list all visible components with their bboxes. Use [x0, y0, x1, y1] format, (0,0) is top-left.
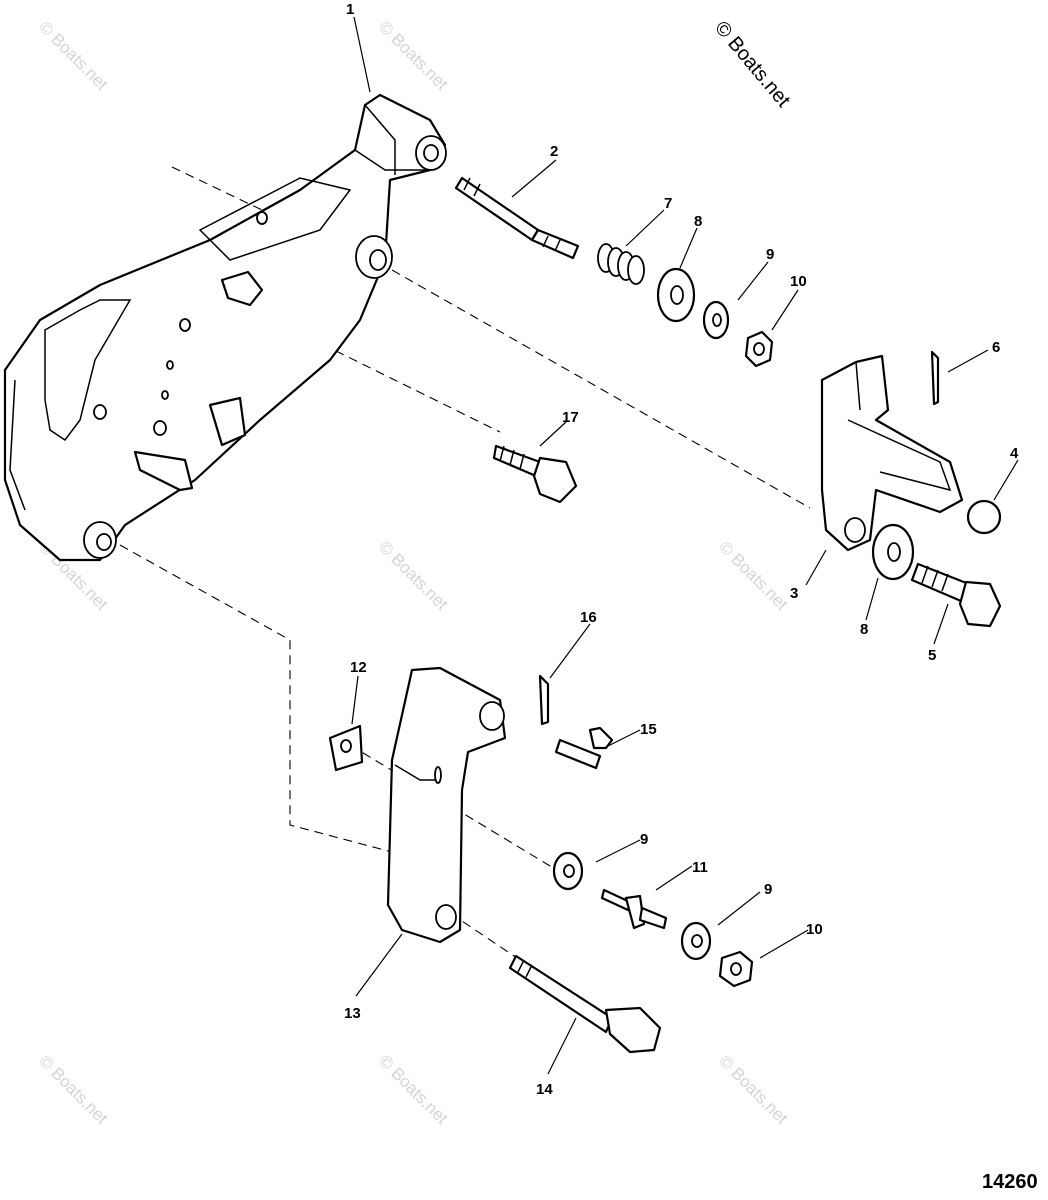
lever-arm	[386, 666, 507, 944]
leader-line	[737, 261, 769, 301]
watermark: © Boats.net	[375, 17, 452, 94]
callout-label: 13	[344, 1005, 361, 1022]
leader-line	[679, 227, 698, 269]
figure-number: 14260	[982, 1171, 1038, 1193]
watermark-group: © Boats.net © Boats.net © Boats.net © Bo…	[35, 17, 792, 1128]
leader-line	[603, 729, 641, 749]
callout-label: 5	[928, 647, 936, 664]
callout-label: 12	[350, 659, 367, 676]
washer-small	[680, 921, 712, 961]
leader-line	[947, 349, 989, 373]
shift-lever	[820, 354, 964, 552]
cotter-pin	[538, 674, 550, 726]
washer-small	[552, 851, 584, 891]
leader-line	[353, 16, 371, 93]
watermark: © Boats.net	[375, 1051, 452, 1128]
watermark: © Boats.net	[35, 17, 112, 94]
clip	[328, 724, 364, 772]
washer-small	[702, 300, 730, 340]
callout-label: 9	[640, 831, 648, 848]
watermark: © Boats.net	[715, 1051, 792, 1128]
bolt	[508, 954, 662, 1054]
leader-line	[539, 421, 567, 447]
callout-label: 15	[640, 721, 657, 738]
callout-label: 14	[536, 1081, 553, 1098]
locknut	[744, 330, 774, 368]
leader-line	[511, 159, 557, 198]
leader-lines	[351, 16, 1019, 1075]
leader-line	[625, 209, 665, 247]
bracket-main	[3, 93, 447, 562]
callout-label: 10	[806, 921, 823, 938]
assembly-line	[391, 269, 811, 509]
leader-line	[865, 577, 879, 621]
cap	[966, 499, 1002, 535]
hex-bolt	[910, 562, 1002, 628]
callout-label: 3	[790, 585, 798, 602]
callout-label: 2	[550, 143, 558, 160]
leader-line	[771, 289, 799, 331]
leader-line	[351, 675, 359, 725]
callout-label: 9	[766, 246, 774, 263]
screw	[492, 444, 578, 504]
callout-label: 1	[346, 1, 354, 18]
callout-label: 16	[580, 609, 597, 626]
callout-label: 17	[562, 409, 579, 426]
copyright-notice: © Boats.net	[710, 17, 794, 112]
callout-label: 4	[1010, 445, 1019, 462]
leader-line	[805, 549, 827, 586]
shoulder-stud	[600, 888, 668, 930]
leader-line	[547, 1017, 577, 1075]
leader-line	[355, 933, 403, 997]
spring	[597, 243, 645, 285]
watermark: © Boats.net	[375, 537, 452, 614]
leader-line	[655, 865, 693, 891]
washer-large	[656, 267, 696, 323]
callout-label: 10	[790, 273, 807, 290]
stud	[454, 176, 580, 260]
callout-label: 8	[860, 621, 868, 638]
leader-line	[759, 929, 809, 959]
leader-line	[933, 603, 949, 645]
locknut	[718, 950, 754, 988]
callout-label: 9	[764, 881, 772, 898]
leader-line	[717, 891, 761, 926]
assembly-line	[171, 166, 263, 211]
cotter-pin	[930, 350, 940, 406]
callout-label: 11	[692, 859, 708, 876]
assembly-line	[327, 261, 501, 433]
watermark: © Boats.net	[35, 1051, 112, 1128]
callouts: 1 2 7 8 9 10 6 17 4 3 8 5 16 12 15 9 11 …	[344, 1, 1019, 1098]
leader-line	[595, 839, 641, 863]
leader-line	[549, 623, 591, 679]
callout-label: 6	[992, 339, 1000, 356]
callout-label: 7	[664, 195, 672, 212]
assembly-line	[119, 544, 393, 853]
pin	[554, 726, 614, 770]
leader-line	[993, 459, 1019, 501]
callout-label: 8	[694, 213, 702, 230]
washer-large	[871, 523, 915, 581]
watermark: © Boats.net	[715, 537, 792, 614]
